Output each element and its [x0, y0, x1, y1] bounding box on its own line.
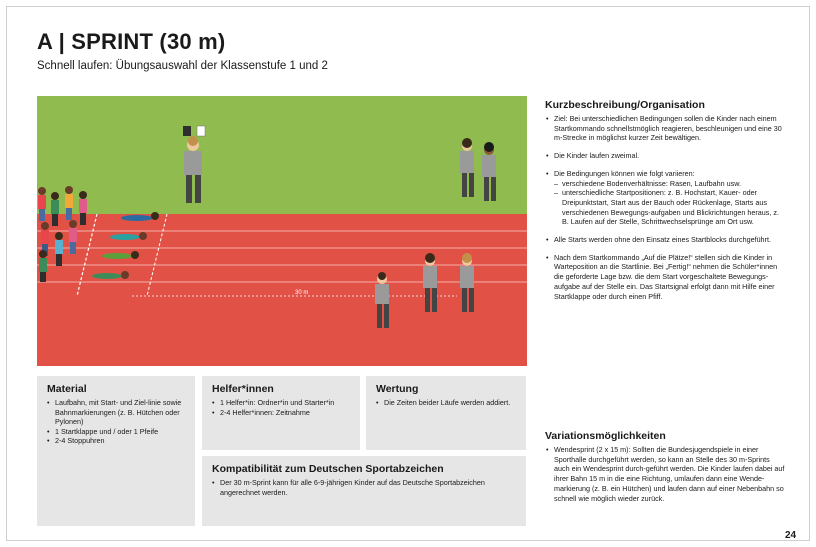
page-number: 24	[785, 530, 797, 541]
list-item: 2-4 Helfer*innen: Zeitnahme	[212, 408, 350, 418]
timekeepers-field	[460, 138, 496, 201]
lane-marker-line	[146, 213, 168, 297]
list-item: Die Zeiten beider Läufe werden addiert.	[376, 398, 516, 408]
kompatibilitaet-box: Kompatibilität zum Deutschen Sportabzeic…	[202, 456, 526, 526]
start-line	[76, 213, 98, 297]
page-title: A | SPRINT (30 m)	[37, 29, 226, 54]
list-item: Wendesprint (2 x 15 m): Sollten die Bund…	[545, 445, 785, 503]
variation-section: Variationsmöglichkeiten Wendesprint (2 x…	[545, 430, 785, 511]
kompatibilitaet-heading: Kompatibilität zum Deutschen Sportabzeic…	[212, 463, 444, 475]
children-at-start	[92, 212, 159, 279]
sprint-illustration: 30 m	[37, 96, 527, 366]
material-box: Material Laufbahn, mit Start- und Ziel-l…	[37, 376, 195, 526]
list-item: 1 Startklappe und / oder 1 Pfeife	[47, 427, 185, 437]
kurzbeschreibung-heading: Kurzbeschreibung/Organisation	[545, 99, 705, 111]
kurzbeschreibung-section: Kurzbeschreibung/Organisation Ziel: Bei …	[545, 99, 785, 309]
page-subtitle: Schnell laufen: Übungsauswahl der Klasse…	[37, 60, 328, 72]
sub-item: unterschiedliche Startpositionen: z. B. …	[554, 188, 785, 227]
variation-list: Wendesprint (2 x 15 m): Sollten die Bund…	[545, 445, 785, 503]
helfer-box: Helfer*innen 1 Helfer*in: Ordner*in und …	[202, 376, 360, 450]
grass-field	[37, 96, 527, 214]
timekeepers-track	[375, 253, 474, 328]
wertung-list: Die Zeiten beider Läufe werden addiert.	[376, 398, 516, 408]
wertung-heading: Wertung	[376, 383, 419, 395]
wertung-box: Wertung Die Zeiten beider Läufe werden a…	[366, 376, 526, 450]
list-item: Der 30 m-Sprint kann für alle 6-9-jährig…	[212, 478, 516, 497]
lane-lines	[37, 230, 527, 283]
list-item: Die Bedingungen können wie folgt variier…	[545, 169, 785, 227]
sub-item: verschiedene Bodenverhältnisse: Rasen, L…	[554, 179, 785, 189]
list-item: Die Kinder laufen zweimal.	[545, 151, 785, 161]
kurzbeschreibung-list: Ziel: Bei unterschiedlichen Bedingungen …	[545, 114, 785, 301]
kompatibilitaet-list: Der 30 m-Sprint kann für alle 6-9-jährig…	[212, 478, 516, 497]
waiting-children	[38, 186, 87, 282]
helfer-heading: Helfer*innen	[212, 383, 274, 395]
material-heading: Material	[47, 383, 87, 395]
track-scene: 30 m	[37, 96, 527, 366]
starter-person	[183, 125, 206, 203]
list-item: Nach dem Startkommando „Auf die Plätze!“…	[545, 253, 785, 302]
material-list: Laufbahn, mit Start- und Ziel-linie sowi…	[47, 398, 185, 446]
list-item-intro: Die Bedingungen können wie folgt variier…	[554, 168, 695, 178]
variation-heading: Variationsmöglichkeiten	[545, 430, 666, 442]
list-item: 2-4 Stoppuhren	[47, 436, 185, 446]
list-item: 1 Helfer*in: Ordner*in und Starter*in	[212, 398, 350, 408]
list-item: Alle Starts werden ohne den Einsatz eine…	[545, 235, 785, 245]
helfer-list: 1 Helfer*in: Ordner*in und Starter*in 2-…	[212, 398, 350, 417]
distance-label: 30 m	[295, 290, 308, 296]
list-item: Laufbahn, mit Start- und Ziel-linie sowi…	[47, 398, 185, 427]
list-item: Ziel: Bei unterschiedlichen Bedingungen …	[545, 114, 785, 143]
